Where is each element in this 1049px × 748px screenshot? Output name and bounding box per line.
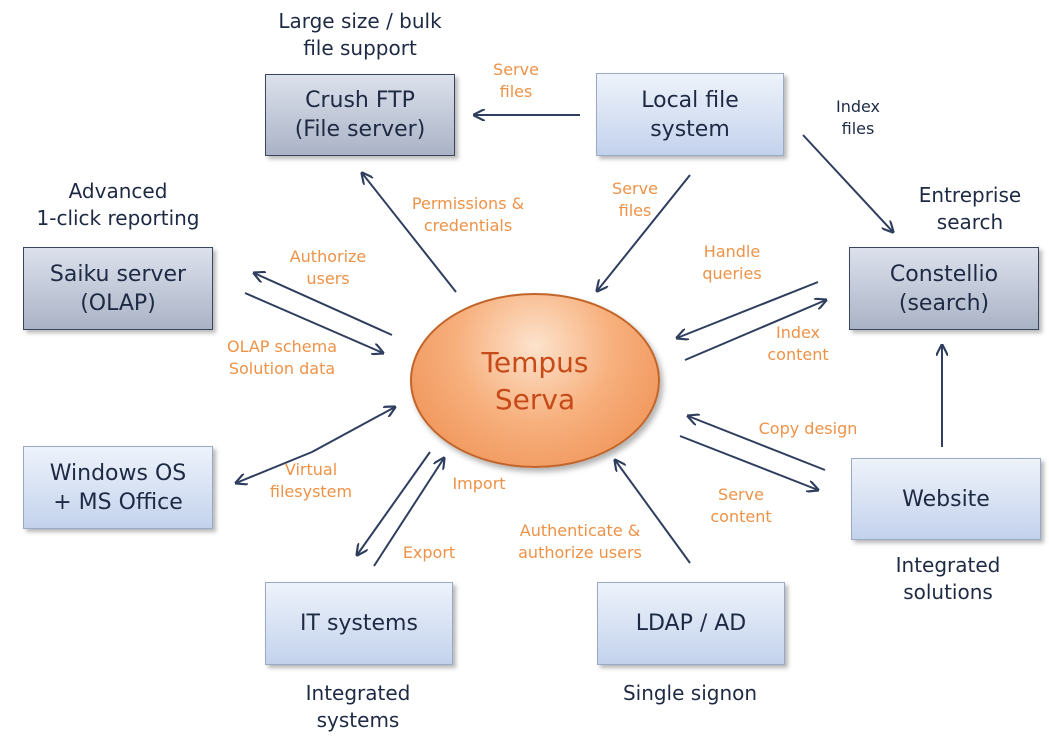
edge-label-export-line1: Export bbox=[402, 543, 456, 562]
caption-crush-ftp-line2: file support bbox=[303, 36, 417, 60]
arrow-windows-center-a bbox=[236, 451, 313, 483]
node-local-fs-line1: Local file bbox=[641, 87, 739, 113]
hub-label-line2: Serva bbox=[494, 382, 576, 416]
node-constellio-line1: Constellio bbox=[889, 261, 999, 287]
edge-label-serve-files-top: Serve files bbox=[476, 59, 556, 103]
edge-label-authorize-users-line2: users bbox=[306, 269, 350, 288]
caption-saiku-line2: 1-click reporting bbox=[36, 206, 200, 230]
edge-label-virtual-fs-line1: Virtual bbox=[284, 460, 338, 479]
edge-label-olap-schema: OLAP schema Solution data bbox=[218, 336, 346, 380]
node-saiku-line2: (OLAP) bbox=[80, 290, 156, 316]
caption-it-systems: Integrated systems bbox=[258, 680, 458, 734]
node-crush-ftp-line1: Crush FTP bbox=[305, 88, 415, 113]
edge-label-index-content: Index content bbox=[750, 322, 846, 366]
node-ldap-line1: LDAP / AD bbox=[635, 611, 747, 636]
node-crush-ftp-line2: (File server) bbox=[294, 117, 426, 142]
edge-label-handle-queries-line2: queries bbox=[702, 264, 762, 283]
caption-constellio: Entreprise search bbox=[870, 182, 1049, 236]
edge-label-serve-files-mid-line2: files bbox=[618, 201, 652, 220]
edge-label-serve-files-top-line1: Serve bbox=[493, 60, 539, 79]
edge-label-permissions-line2: credentials bbox=[423, 216, 513, 235]
edge-label-authenticate-line2: authorize users bbox=[518, 543, 642, 562]
edge-label-authenticate: Authenticate & authorize users bbox=[500, 520, 660, 564]
edge-label-authenticate-line1: Authenticate & bbox=[519, 521, 641, 540]
caption-website-line2: solutions bbox=[903, 580, 993, 604]
edge-label-authorize-users-line1: Authorize bbox=[289, 247, 367, 266]
arrow-it-to-center bbox=[373, 458, 444, 567]
node-windows-line2: + MS Office bbox=[53, 489, 183, 515]
caption-crush-ftp-line1: Large size / bulk bbox=[278, 9, 442, 33]
caption-it-systems-line2: systems bbox=[316, 708, 400, 732]
arrow-saiku-to-center bbox=[244, 292, 383, 353]
hub-label-line1: Tempus bbox=[481, 345, 589, 379]
arrow-local-to-center bbox=[597, 174, 691, 291]
node-local-fs-line2: system bbox=[650, 116, 730, 142]
edge-label-virtual-filesystem: Virtual filesystem bbox=[258, 459, 364, 503]
edge-label-authorize-users: Authorize users bbox=[273, 246, 383, 290]
edge-label-olap-schema-line2: Solution data bbox=[228, 359, 336, 378]
edge-label-copy-design: Copy design bbox=[748, 418, 868, 440]
node-saiku-server: Saiku server (OLAP) bbox=[23, 247, 213, 330]
tempus-serva-hub: Tempus Serva bbox=[410, 293, 660, 468]
edge-label-export: Export bbox=[393, 542, 465, 564]
node-website: Website bbox=[851, 458, 1041, 540]
edge-label-handle-queries-line1: Handle bbox=[703, 242, 761, 261]
edge-label-index-files-line2: files bbox=[841, 119, 875, 138]
caption-saiku: Advanced 1-click reporting bbox=[18, 178, 218, 232]
arrow-center-to-website bbox=[679, 435, 818, 490]
caption-website-line1: Integrated bbox=[895, 553, 1001, 577]
edge-label-serve-files-top-line2: files bbox=[499, 82, 533, 101]
node-website-line1: Website bbox=[902, 486, 990, 512]
arrow-windows-center-b bbox=[311, 407, 395, 453]
arrow-ldap-to-center bbox=[615, 460, 691, 564]
edge-label-index-files: Index files bbox=[818, 96, 898, 140]
caption-website: Integrated solutions bbox=[848, 552, 1048, 606]
caption-crush-ftp: Large size / bulk file support bbox=[260, 8, 460, 62]
edge-label-index-files-line1: Index bbox=[835, 97, 881, 116]
node-windows-line1: Windows OS bbox=[49, 460, 187, 486]
caption-ldap-line1: Single signon bbox=[622, 681, 758, 705]
edge-label-serve-content-line2: content bbox=[710, 507, 772, 526]
node-it-systems: IT systems bbox=[265, 582, 453, 665]
edge-label-copy-design-line1: Copy design bbox=[758, 419, 858, 438]
edge-label-serve-content: Serve content bbox=[700, 484, 782, 528]
arrow-constellio-to-center bbox=[677, 281, 819, 338]
edge-label-index-content-line2: content bbox=[767, 345, 829, 364]
edge-label-permissions: Permissions & credentials bbox=[393, 193, 543, 237]
arrow-website-to-center bbox=[688, 416, 826, 471]
edge-label-import-line1: Import bbox=[452, 474, 506, 493]
node-local-file-system: Local file system bbox=[596, 73, 784, 156]
node-it-systems-line1: IT systems bbox=[300, 611, 418, 636]
caption-constellio-line2: search bbox=[936, 210, 1004, 234]
arrow-center-to-it bbox=[357, 451, 431, 555]
caption-it-systems-line1: Integrated bbox=[305, 681, 411, 705]
node-constellio: Constellio (search) bbox=[849, 247, 1039, 330]
edge-label-olap-schema-line1: OLAP schema bbox=[226, 337, 338, 356]
caption-saiku-line1: Advanced bbox=[68, 179, 168, 203]
caption-constellio-line1: Entreprise bbox=[918, 183, 1022, 207]
edge-label-serve-files-mid: Serve files bbox=[595, 178, 675, 222]
arrow-center-to-constellio bbox=[684, 300, 826, 361]
arrow-center-to-saiku bbox=[254, 273, 393, 336]
arrow-center-to-ftp bbox=[362, 173, 457, 293]
node-crush-ftp: Crush FTP (File server) bbox=[265, 74, 455, 156]
caption-ldap: Single signon bbox=[590, 680, 790, 707]
edge-label-serve-files-mid-line1: Serve bbox=[612, 179, 658, 198]
arrow-local-to-constellio bbox=[802, 134, 893, 232]
edge-label-permissions-line1: Permissions & bbox=[411, 194, 525, 213]
node-saiku-line1: Saiku server bbox=[49, 261, 187, 287]
edge-label-handle-queries: Handle queries bbox=[690, 241, 774, 285]
edge-label-index-content-line1: Index bbox=[775, 323, 821, 342]
node-ldap-ad: LDAP / AD bbox=[597, 582, 785, 665]
edge-label-serve-content-line1: Serve bbox=[718, 485, 764, 504]
edge-label-import: Import bbox=[444, 473, 514, 495]
node-constellio-line2: (search) bbox=[898, 290, 990, 316]
edge-label-virtual-fs-line2: filesystem bbox=[269, 482, 353, 501]
node-windows-os: Windows OS + MS Office bbox=[23, 446, 213, 529]
